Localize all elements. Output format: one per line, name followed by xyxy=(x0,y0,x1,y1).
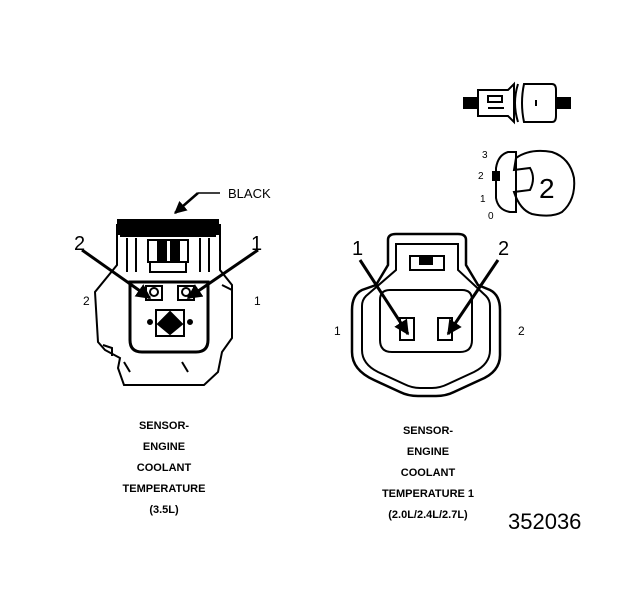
right-caption-line-4: TEMPERATURE 1 xyxy=(382,488,474,500)
left-caption: SENSOR- ENGINE COOLANT TEMPERATURE (3.5L… xyxy=(123,420,206,516)
right-caption-line-1: SENSOR- xyxy=(403,425,453,437)
right-pin-2-arrow xyxy=(446,259,500,336)
right-side-label-2: 2 xyxy=(518,324,525,338)
left-pin-callout-1: 1 xyxy=(251,233,262,255)
right-caption-line-2: ENGINE xyxy=(407,446,449,458)
left-caption-line-5: (3.5L) xyxy=(149,504,179,516)
right-caption: SENSOR- ENGINE COOLANT TEMPERATURE 1 (2.… xyxy=(382,425,474,521)
left-caption-line-1: SENSOR- xyxy=(139,420,189,432)
inset-side-view xyxy=(463,81,571,125)
left-pin-callout-2: 2 xyxy=(74,233,85,255)
right-caption-line-5: (2.0L/2.4L/2.7L) xyxy=(388,509,468,521)
right-pin-1-arrow xyxy=(358,259,410,336)
right-pin-callout-1: 1 xyxy=(352,238,363,260)
right-caption-line-3: COOLANT xyxy=(401,467,456,479)
right-side-label-1: 1 xyxy=(334,324,341,338)
left-pin-2-arrow xyxy=(81,248,152,300)
left-connector xyxy=(93,219,233,386)
wire-color-callout: BLACK xyxy=(174,186,271,214)
figure-number: 352036 xyxy=(508,509,581,534)
right-connector xyxy=(350,232,502,398)
left-caption-line-3: COOLANT xyxy=(137,462,192,474)
left-side-label-1: 1 xyxy=(254,294,261,308)
inset-end-view xyxy=(492,149,576,217)
inset-cap-label: 2 xyxy=(539,173,555,204)
black-leader-arrow xyxy=(174,192,199,214)
right-pin-callout-2: 2 xyxy=(498,238,509,260)
inset-scale-1: 1 xyxy=(480,194,486,205)
left-side-label-2: 2 xyxy=(83,294,90,308)
inset-scale-2: 2 xyxy=(478,171,484,182)
left-caption-line-4: TEMPERATURE xyxy=(123,483,206,495)
inset-scale-3: 3 xyxy=(482,150,488,161)
wire-color-label: BLACK xyxy=(228,186,271,201)
left-pin-1-arrow xyxy=(186,248,259,300)
inset-scale-0: 0 xyxy=(488,211,494,222)
left-caption-line-2: ENGINE xyxy=(143,441,185,453)
